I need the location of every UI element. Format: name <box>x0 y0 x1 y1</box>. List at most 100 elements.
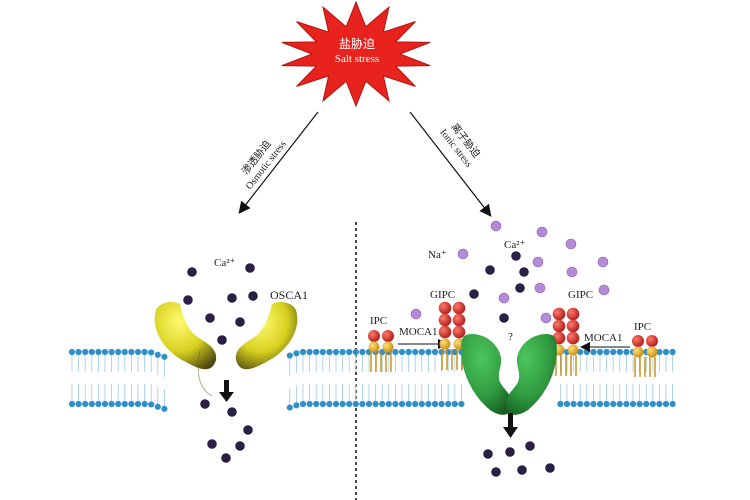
lipid-head <box>293 350 300 357</box>
lipid-head <box>359 400 366 408</box>
lipid-head <box>352 400 359 408</box>
lipid-head <box>148 401 155 408</box>
lipid-head <box>590 348 597 356</box>
lipid-head <box>563 400 571 408</box>
lipid-head <box>365 400 373 408</box>
calcium-ion <box>183 295 193 305</box>
lipid-head <box>161 405 168 412</box>
lipid-head <box>649 400 656 408</box>
right-down-arrow <box>503 413 518 438</box>
lipid-head <box>577 400 584 408</box>
green-left-subunit <box>461 334 512 415</box>
lipid-head <box>636 400 643 408</box>
lipid-head <box>134 400 142 408</box>
sodium-ion <box>498 292 510 304</box>
sodium-ion <box>565 238 577 250</box>
lipid-head <box>603 400 610 408</box>
sodium-ion <box>457 248 469 260</box>
sodium-ion <box>536 226 548 238</box>
calcium-ion <box>245 263 255 273</box>
calcium-ion <box>227 293 237 303</box>
lipid-head <box>372 400 379 408</box>
sodium-ion <box>598 284 610 296</box>
lipid-head <box>319 348 326 356</box>
lipid-head <box>656 348 663 356</box>
lipid-head <box>557 400 564 408</box>
salt-stress-burst: 盐胁迫 Salt stress <box>281 0 431 108</box>
lipid-head <box>286 352 293 359</box>
right-ions <box>410 220 610 477</box>
gipc-right-label: GIPC <box>568 289 593 301</box>
lipid-head <box>346 348 353 356</box>
lipid-head <box>451 400 458 408</box>
sodium-ion <box>490 220 502 232</box>
lipid-head <box>662 348 670 356</box>
lipid-head <box>431 348 439 356</box>
ipc-phosphate <box>646 346 658 358</box>
lipid-head <box>431 400 439 408</box>
calcium-ion <box>469 289 479 299</box>
lipid-head <box>332 400 340 408</box>
gipc-lipid <box>552 307 580 376</box>
lipid-head <box>379 400 386 408</box>
gipc-phosphate <box>567 344 579 356</box>
gipc-head <box>438 325 452 339</box>
lipid-head <box>306 400 313 408</box>
ipc-lipid <box>632 335 658 377</box>
lipid-head <box>88 400 95 408</box>
calcium-ion <box>505 447 515 457</box>
lipid-head <box>616 400 623 408</box>
lipid-head <box>339 348 346 356</box>
lipid-head <box>405 348 412 356</box>
green-right-subunit <box>506 334 557 415</box>
gipc-head <box>438 301 452 315</box>
osca1-left-subunit <box>154 302 217 370</box>
lipid-head <box>68 400 76 408</box>
lipid-head <box>286 404 293 411</box>
gipc-lipid <box>438 301 466 370</box>
gipc-head <box>552 307 566 321</box>
lipid-head <box>603 348 610 356</box>
osca1-shade <box>197 349 213 397</box>
ipc-phosphate <box>382 341 394 353</box>
lipid-head <box>458 400 465 408</box>
lipid-head <box>115 400 122 408</box>
lipid-head <box>108 400 115 408</box>
osmotic-arrow <box>238 111 319 214</box>
lipid-bilayer <box>68 348 676 412</box>
lipid-head <box>161 353 168 360</box>
calcium-ion <box>511 251 521 261</box>
sodium-ion <box>566 266 578 278</box>
osca1-label: OSCA1 <box>270 288 308 302</box>
lipid-head <box>610 348 617 356</box>
ipc-lipid <box>368 330 394 372</box>
ipc-right-label: IPC <box>634 321 651 333</box>
ipc-phosphate <box>368 341 380 353</box>
lipid-head <box>398 348 406 356</box>
lipid-head <box>148 349 155 356</box>
lipid-head <box>319 400 326 408</box>
lipid-head <box>326 348 333 356</box>
lipid-head <box>445 400 452 408</box>
lipid-head <box>669 400 676 408</box>
lipid-head <box>88 348 95 356</box>
ionic-arrow <box>409 111 492 217</box>
ionic-label: 离子胁迫 Ionic stress <box>437 121 483 170</box>
lipid-head <box>154 351 161 358</box>
lipid-head <box>154 403 161 410</box>
gipc-head <box>452 313 466 327</box>
lipid-head <box>662 400 670 408</box>
lipid-head <box>656 400 663 408</box>
osca1-channel <box>154 302 298 397</box>
lipid-head <box>299 348 307 356</box>
sodium-ion <box>534 282 546 294</box>
calcium-ion <box>227 407 237 417</box>
sphingolipid-groups <box>368 301 658 377</box>
sodium-ion <box>532 256 544 268</box>
lipid-head <box>332 348 340 356</box>
lipid-head <box>669 348 676 356</box>
lipid-head <box>68 348 76 356</box>
lipid-head <box>583 400 590 408</box>
sodium-ion <box>410 308 422 320</box>
lipid-head <box>398 400 406 408</box>
